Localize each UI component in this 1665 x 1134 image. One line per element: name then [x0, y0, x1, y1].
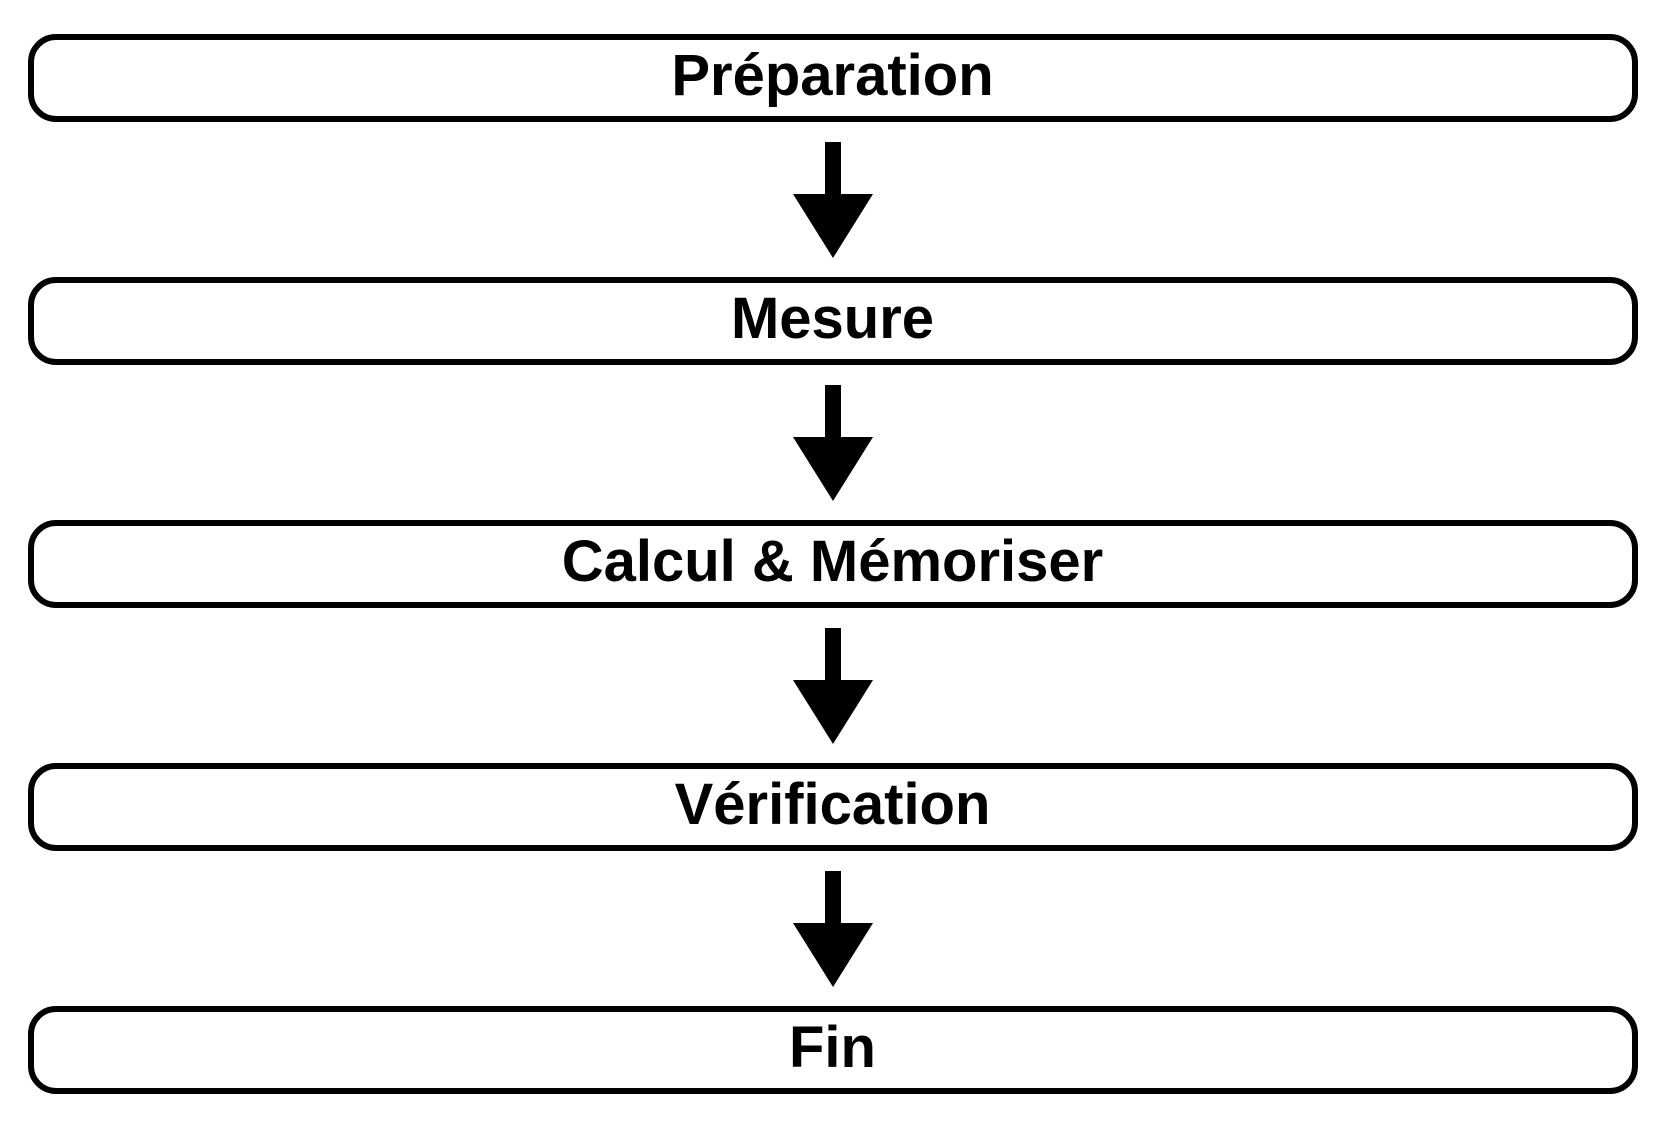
flow-node-verification: Vérification — [27, 763, 1638, 851]
arrow-stem — [824, 384, 841, 437]
arrow-stem — [824, 141, 841, 194]
flow-node-mesure: Mesure — [27, 277, 1638, 365]
flow-node-fin: Fin — [27, 1006, 1638, 1094]
flow-node-label: Vérification — [674, 772, 991, 837]
arrow-stem — [824, 870, 841, 923]
arrow-head — [792, 436, 873, 501]
down-arrow-icon — [792, 122, 873, 277]
arrow-stem — [824, 627, 841, 680]
down-arrow-icon — [792, 851, 873, 1006]
flow-node-label: Fin — [789, 1015, 876, 1080]
down-arrow-icon — [792, 365, 873, 520]
flow-node-label: Calcul & Mémoriser — [561, 529, 1104, 594]
flow-node-preparation: Préparation — [27, 34, 1638, 122]
arrow-head — [792, 193, 873, 258]
down-arrow-icon — [792, 608, 873, 763]
arrow-head — [792, 922, 873, 987]
arrow-head — [792, 679, 873, 744]
flow-node-label: Préparation — [671, 43, 994, 108]
flow-node-calcul-memoriser: Calcul & Mémoriser — [27, 520, 1638, 608]
flow-node-label: Mesure — [730, 286, 935, 351]
